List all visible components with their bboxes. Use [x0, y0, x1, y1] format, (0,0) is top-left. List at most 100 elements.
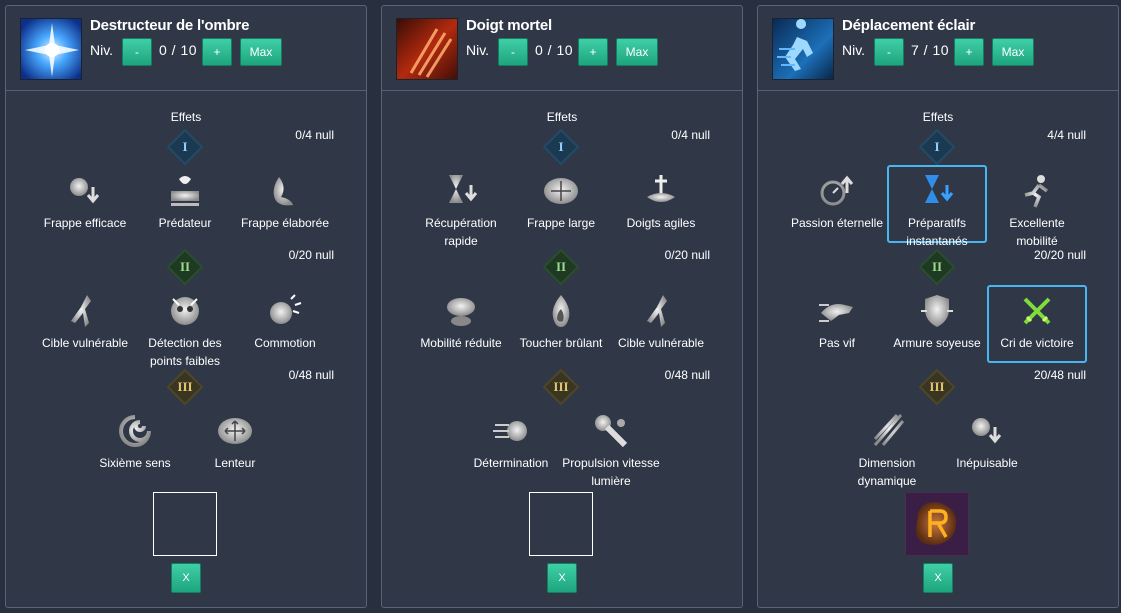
tripod-label: Excellente mobilité — [1009, 216, 1065, 248]
tier-2-count: 0/20 null — [664, 248, 710, 262]
elaborate-strike-icon — [273, 177, 293, 206]
level-max-button[interactable]: Max — [240, 38, 282, 66]
level-value: 0 / 10 — [534, 42, 574, 58]
tripod-tier1-option-1[interactable]: Passion éternelle — [787, 171, 887, 232]
silky-armor-icon — [921, 295, 953, 327]
burning-touch-icon — [552, 295, 570, 327]
tripod-tier2-option-3[interactable]: Cible vulnérable — [611, 291, 711, 352]
effects-heading: Effets — [922, 110, 954, 124]
tier-1-badge: I — [542, 128, 580, 166]
skill-title: Doigt mortel — [466, 17, 552, 34]
rune-clear-button[interactable]: X — [171, 563, 201, 593]
tier-3-count: 0/48 null — [288, 368, 334, 382]
level-decrease-button[interactable]: - — [874, 38, 904, 66]
tripod-label: Détection des points faibles — [148, 336, 222, 368]
level-increase-button[interactable]: + — [202, 38, 232, 66]
hourglass-icon — [925, 175, 954, 203]
tripod-tier1-option-3[interactable]: Frappe élaborée — [235, 171, 335, 232]
rune-slot[interactable] — [529, 492, 593, 556]
concussion-icon — [270, 294, 302, 324]
tripod-tier2-option-1[interactable]: Pas vif — [787, 291, 887, 352]
tripod-tier2-option-2[interactable]: Détection des points faibles — [135, 291, 235, 370]
tripod-label: Toucher brûlant — [519, 336, 603, 350]
effects-heading: Effets — [546, 110, 578, 124]
rune-r-icon — [906, 493, 968, 555]
flash-step-skill-icon — [772, 18, 834, 80]
tripod-tier1-option-3[interactable]: Doigts agiles — [611, 171, 711, 232]
running-figure-icon — [1024, 175, 1049, 208]
rune-clear-button[interactable]: X — [923, 563, 953, 593]
tier-1-badge: I — [166, 128, 204, 166]
tier-3-count: 20/48 null — [1033, 368, 1086, 382]
tripod-tier3-option-1[interactable]: Détermination — [461, 411, 561, 472]
tier-2-count: 0/20 null — [288, 248, 334, 262]
tripod-label: Lenteur — [214, 456, 256, 470]
crossed-swords-icon — [1023, 297, 1051, 325]
vulnerable-target-icon — [647, 295, 667, 327]
tier-2-count: 20/20 null — [1033, 248, 1086, 262]
deadly-finger-skill-icon — [396, 18, 458, 80]
rune-slot[interactable] — [905, 492, 969, 556]
level-label: Niv. — [466, 42, 490, 58]
tripod-tier2-option-1[interactable]: Cible vulnérable — [35, 291, 135, 352]
tripod-label: Mobilité réduite — [420, 336, 502, 350]
level-max-button[interactable]: Max — [992, 38, 1034, 66]
shadow-destroyer-skill-icon — [20, 18, 82, 80]
tripod-tier3-option-1[interactable]: Dimension dynamique — [837, 411, 937, 490]
tier-1-count: 0/4 null — [671, 128, 710, 142]
tripod-label: Récupération rapide — [425, 216, 497, 248]
tier-3-count: 0/48 null — [664, 368, 710, 382]
tripod-tier1-option-2[interactable]: Frappe large — [511, 171, 611, 232]
predator-icon — [171, 176, 199, 206]
vulnerable-target-icon — [71, 295, 91, 327]
level-increase-button[interactable]: + — [954, 38, 984, 66]
tripod-tier1-option-1[interactable]: Récupération rapide — [411, 171, 511, 250]
determination-icon — [493, 421, 527, 441]
tripod-label: Pas vif — [818, 336, 855, 350]
effects-heading: Effets — [170, 110, 202, 124]
level-decrease-button[interactable]: - — [498, 38, 528, 66]
skill-panel-2: Doigt mortel Niv. - 0 / 10 + Max Effets … — [381, 5, 743, 608]
tripod-tier2-option-1[interactable]: Mobilité réduite — [411, 291, 511, 352]
level-label: Niv. — [842, 42, 866, 58]
tripod-label: Frappe élaborée — [240, 216, 330, 230]
tripod-label: Frappe large — [526, 216, 596, 230]
tripod-tier1-option-2[interactable]: Préparatifs instantanés — [887, 165, 987, 248]
tripod-tier3-option-2[interactable]: Propulsion vitesse lumière — [561, 411, 661, 490]
swift-step-icon — [819, 304, 853, 322]
rune-slot[interactable] — [153, 492, 217, 556]
tripod-tier1-option-2[interactable]: Prédateur — [135, 171, 235, 232]
tier-1-badge: I — [918, 128, 956, 166]
tier-3-badge: III — [166, 368, 204, 406]
tripod-tier3-option-2[interactable]: Lenteur — [185, 411, 285, 472]
rune-clear-button[interactable]: X — [547, 563, 577, 593]
tripod-tier2-option-2[interactable]: Toucher brûlant — [511, 291, 611, 352]
weak-point-detection-icon — [171, 297, 199, 325]
level-max-button[interactable]: Max — [616, 38, 658, 66]
tripod-label: Sixième sens — [99, 456, 171, 470]
tripod-tier2-option-3[interactable]: Commotion — [235, 291, 335, 352]
tripod-tier2-option-2[interactable]: Armure soyeuse — [887, 291, 987, 352]
skill-panel-1: Destructeur de l'ombre Niv. - 0 / 10 + M… — [5, 5, 367, 608]
sixth-sense-icon — [119, 415, 151, 447]
skill-header: Destructeur de l'ombre Niv. - 0 / 10 + M… — [6, 6, 366, 91]
tier-1-count: 4/4 null — [1047, 128, 1086, 142]
tripod-tier3-option-1[interactable]: Sixième sens — [85, 411, 185, 472]
tripod-tier3-option-2[interactable]: Inépuisable — [937, 411, 1037, 472]
tripod-label: Cible vulnérable — [617, 336, 705, 350]
tripod-tier1-option-3[interactable]: Excellente mobilité — [987, 171, 1087, 250]
level-increase-button[interactable]: + — [578, 38, 608, 66]
tripod-label: Propulsion vitesse lumière — [562, 456, 660, 488]
level-decrease-button[interactable]: - — [122, 38, 152, 66]
reduced-mobility-icon — [447, 298, 475, 326]
skill-title: Destructeur de l'ombre — [90, 17, 250, 34]
tripod-label: Cible vulnérable — [41, 336, 129, 350]
skill-title: Déplacement éclair — [842, 17, 976, 34]
skill-panel-3: Déplacement éclair Niv. - 7 / 10 + Max E… — [757, 5, 1119, 608]
inexhaustible-icon — [972, 418, 1002, 444]
tripod-tier1-option-1[interactable]: Frappe efficace — [35, 171, 135, 232]
wide-strike-icon — [544, 178, 578, 204]
dynamic-dimension-icon — [873, 413, 905, 446]
tripod-tier2-option-3[interactable]: Cri de victoire — [987, 285, 1087, 363]
tier-2-badge: II — [918, 248, 956, 286]
